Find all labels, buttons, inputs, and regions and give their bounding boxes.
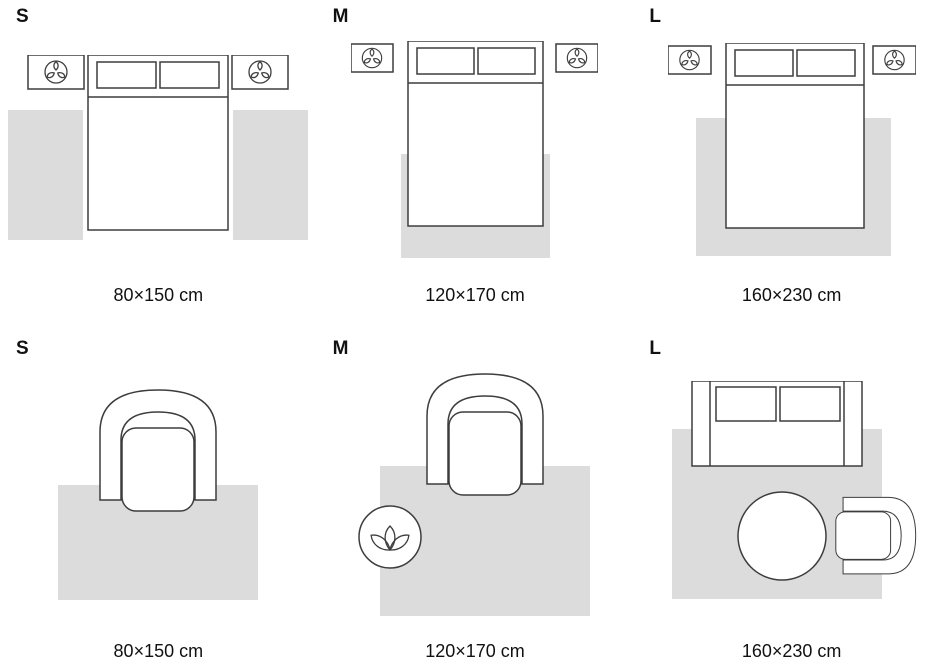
armchair-seat (834, 511, 891, 560)
armchair (99, 388, 218, 512)
sofa-cushion-left (714, 386, 777, 422)
living-s-figure (0, 322, 317, 641)
armchair-back (842, 496, 916, 575)
sofa (690, 381, 863, 467)
lamp-icon (44, 59, 68, 84)
lamp-icon (248, 59, 272, 84)
cell-bedroom-m: M (317, 0, 634, 322)
armchair (426, 372, 544, 496)
living-m-figure (317, 322, 634, 641)
cell-living-m: M (317, 322, 634, 670)
rug-right (233, 109, 309, 240)
pillow-right (477, 47, 537, 75)
armchair-seat (448, 410, 522, 496)
nightstand-left (667, 45, 712, 75)
nightstand-left (351, 43, 395, 73)
living-s-diagram (58, 388, 259, 600)
lamp-icon (678, 49, 700, 71)
cell-bedroom-s: S (0, 0, 317, 322)
pillow-left (96, 60, 158, 89)
rug-left (8, 109, 84, 240)
bedroom-s-diagram (8, 54, 309, 240)
bedroom-l-figure (633, 0, 950, 285)
bed (87, 54, 230, 231)
nightstand-right (231, 54, 290, 90)
armchair-back (99, 388, 218, 501)
armchair-back (426, 372, 544, 485)
size-label-m: M (332, 6, 349, 27)
living-l-figure (633, 322, 950, 641)
armchair (834, 496, 916, 575)
size-label-m: M (332, 338, 349, 359)
dimension-label: 160×230 cm (741, 285, 842, 305)
size-label-s: S (16, 338, 29, 359)
armchair-seat (121, 426, 196, 512)
sofa-cushion-right (778, 386, 841, 422)
bedroom-m-diagram (351, 41, 599, 258)
coffee-table (736, 491, 827, 581)
dimension-label: 80×150 cm (113, 641, 204, 661)
bedroom-l-diagram (667, 43, 916, 256)
bed (724, 43, 865, 229)
size-label-l: L (649, 338, 661, 359)
nightstand-right (871, 45, 916, 75)
plant-icon (358, 504, 422, 569)
bedroom-m-figure (317, 0, 634, 285)
pillow-left (733, 49, 794, 77)
pillow-left (416, 47, 476, 75)
size-label-l: L (649, 6, 661, 27)
pillow-right (795, 49, 856, 77)
nightstand-left (27, 54, 86, 90)
dimension-label: 80×150 cm (113, 285, 204, 305)
pillow-right (159, 60, 221, 89)
cell-living-s: S 80×150 cm (0, 322, 317, 670)
living-m-diagram (358, 372, 590, 616)
bed (407, 41, 545, 227)
cell-bedroom-l: L (633, 0, 950, 322)
living-l-diagram (671, 381, 916, 599)
lamp-icon (883, 49, 905, 71)
dimension-label: 120×170 cm (425, 285, 525, 305)
nightstand-right (555, 43, 599, 73)
bedroom-s-figure (0, 0, 317, 285)
lamp-icon (567, 47, 588, 69)
dimension-label: 120×170 cm (425, 641, 525, 661)
size-label-s: S (16, 6, 29, 27)
dimension-label: 160×230 cm (741, 641, 842, 661)
cell-living-l: L 160 (633, 322, 950, 670)
lamp-icon (362, 47, 383, 69)
